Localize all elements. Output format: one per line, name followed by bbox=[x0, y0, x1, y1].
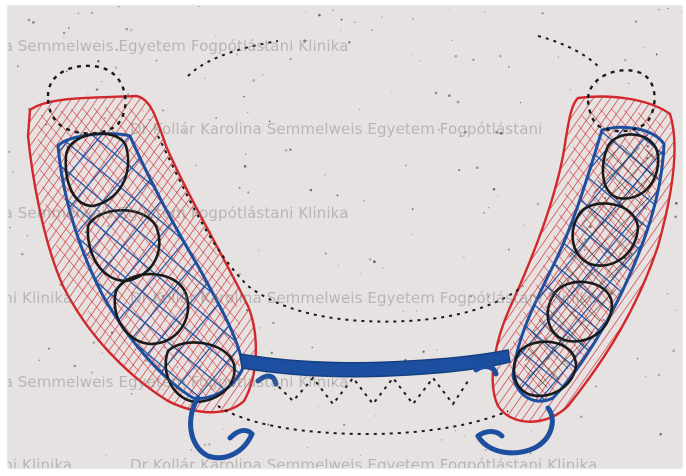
watermark-line-7: ani Klinika bbox=[8, 456, 72, 468]
watermark-line-3: na Semmelweis Egyetem Fogpótlástani Klin… bbox=[8, 204, 349, 222]
denture-sketch-icon bbox=[8, 6, 682, 468]
watermark-line-5: Dr Kollár Karolina Semmelweis Egyetem Fo… bbox=[130, 289, 597, 307]
watermark-line-8: Dr Kollár Karolina Semmelweis Egyetem Fo… bbox=[130, 456, 597, 468]
paper-photo: na Semmelweis Egyetem Fogpótlástani Klin… bbox=[8, 6, 682, 468]
watermark-line-2: Dr Kollár Karolina Semmelweis Egyetem Fo… bbox=[130, 120, 542, 138]
watermark-line-4: ani Klinika bbox=[8, 289, 72, 307]
watermark-line-6: na Semmelweis Egyetem Fogpótlástani Klin… bbox=[8, 373, 349, 391]
watermark-line-1: na Semmelweis Egyetem Fogpótlástani Klin… bbox=[8, 37, 349, 55]
